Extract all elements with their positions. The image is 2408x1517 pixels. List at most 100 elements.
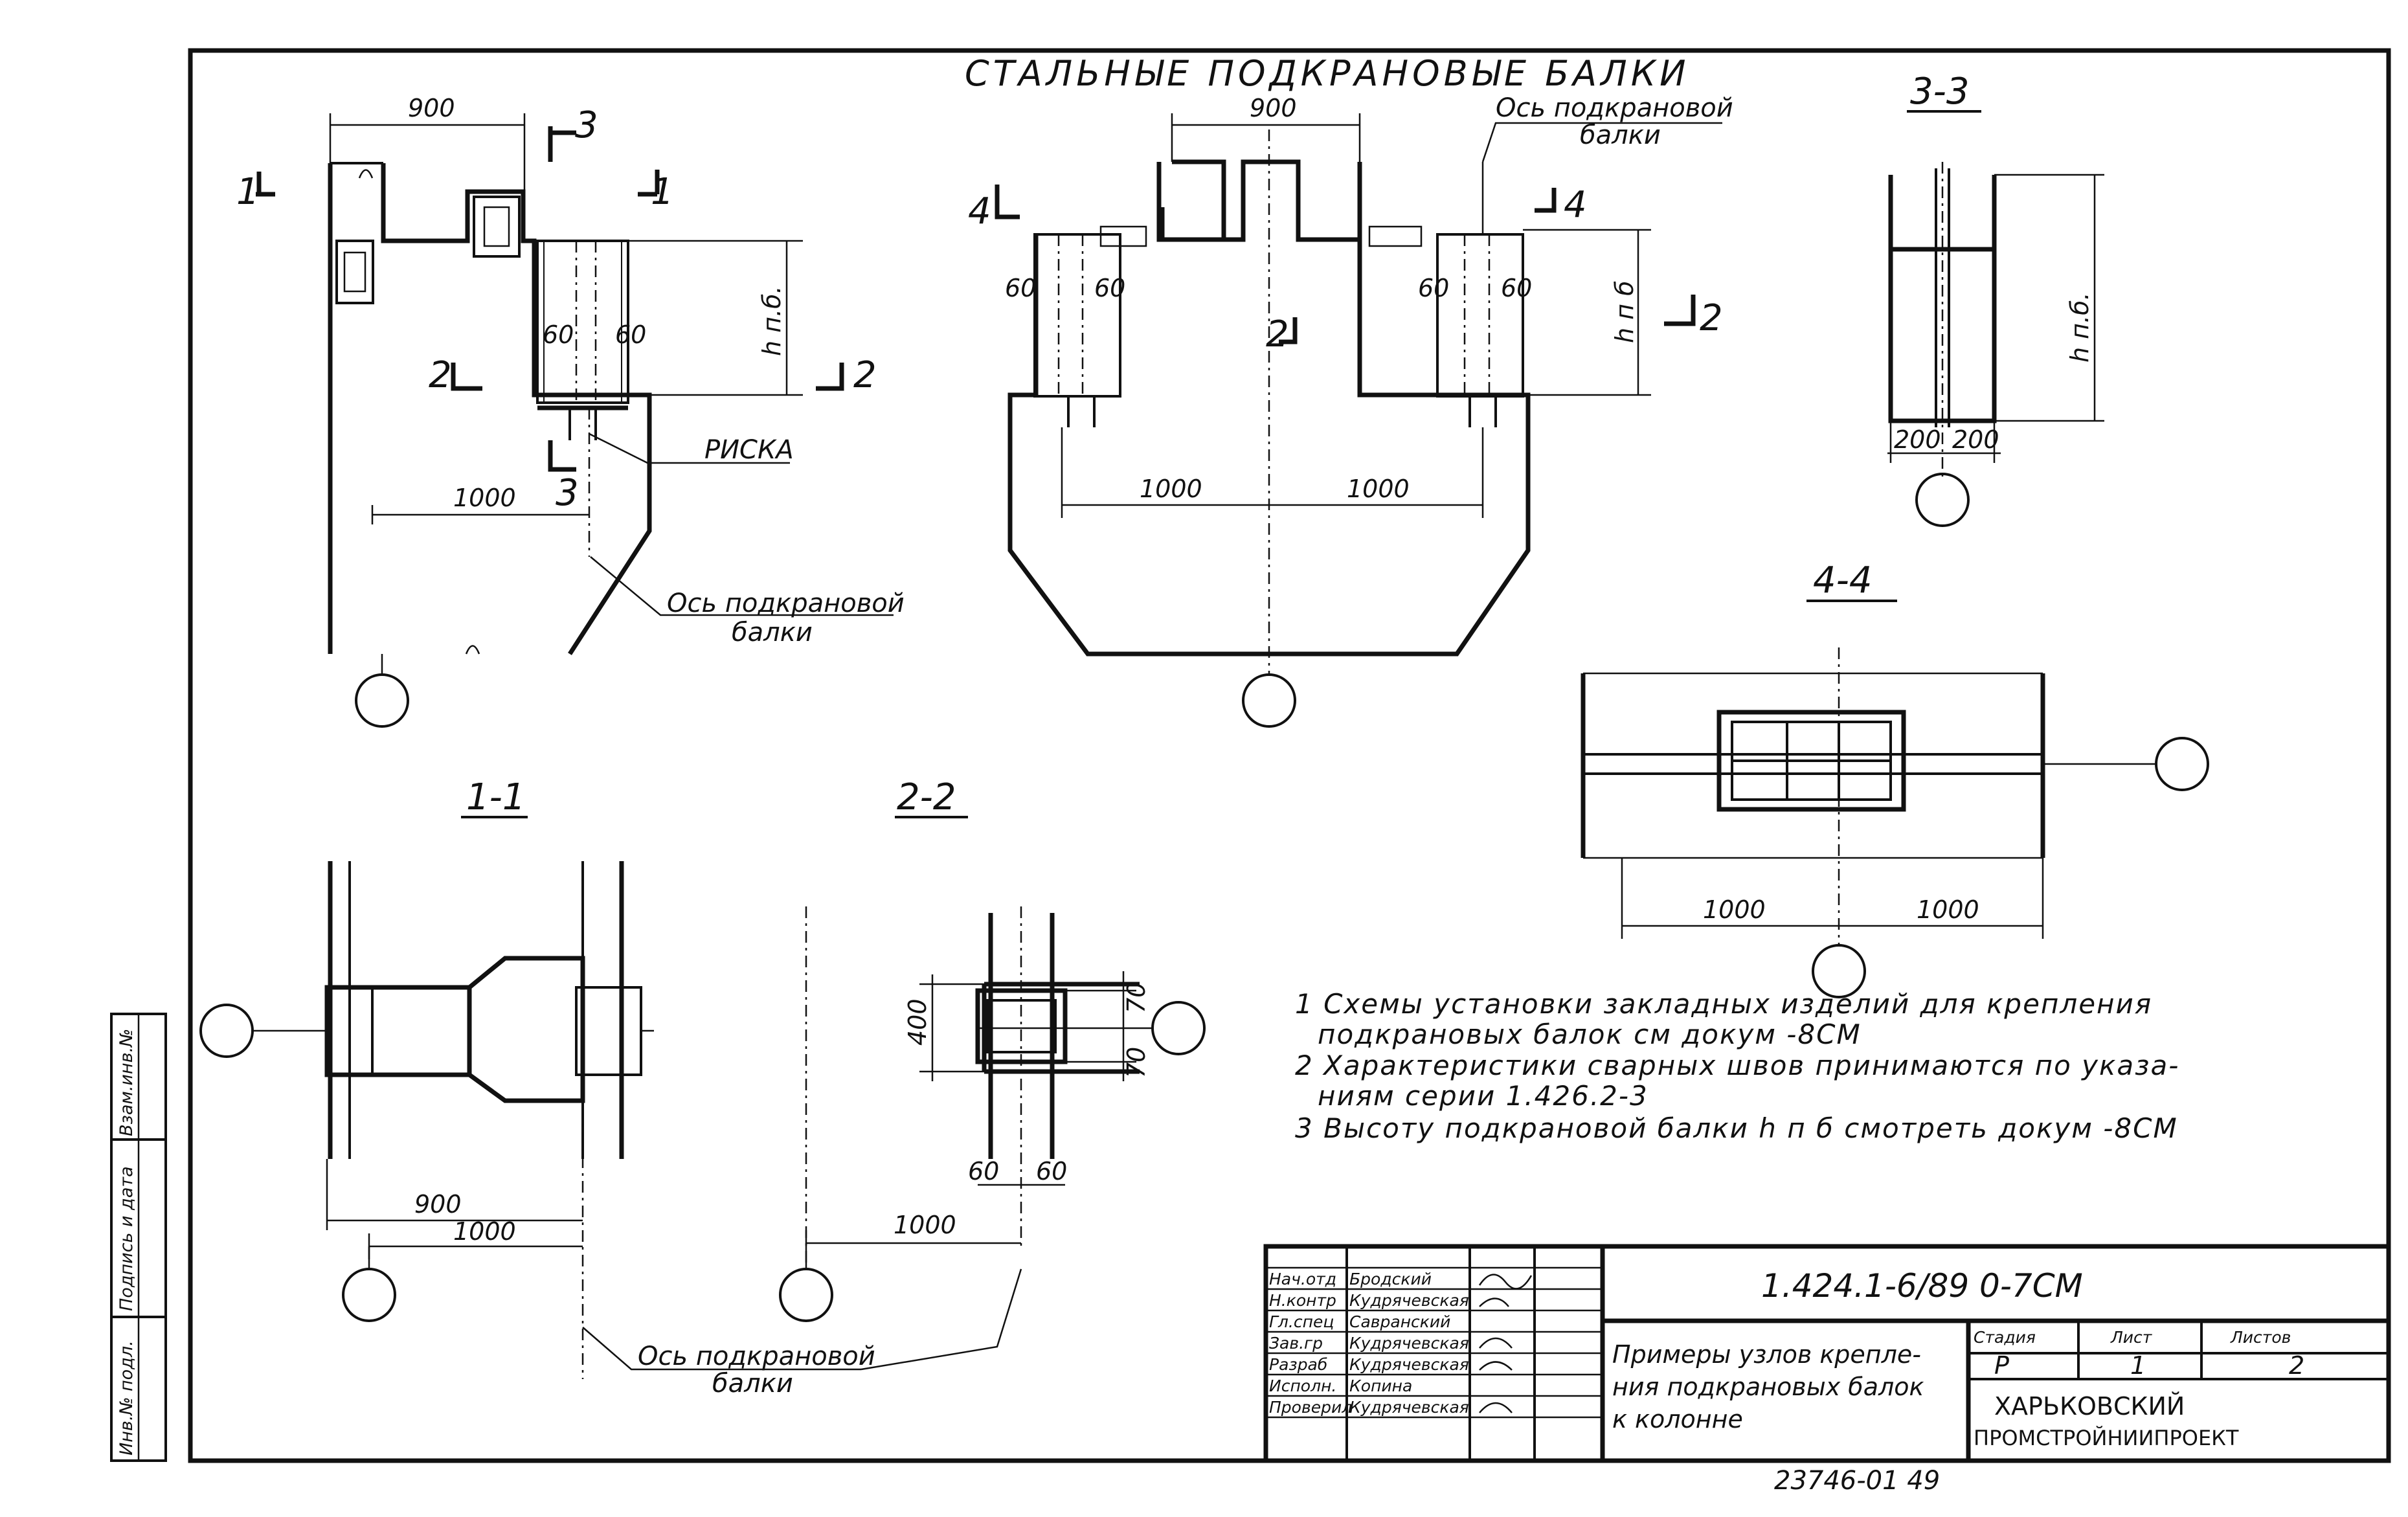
title-block-rows: Нач.отд Бродский Н.контр Кудрячевская Гл… (1266, 1266, 1603, 1419)
tb-name-4: Кудрячевская (1349, 1334, 1469, 1353)
view2-axis-label-1: Ось подкрановой (1496, 93, 1733, 123)
footer-number: 23746-01 49 (1774, 1466, 1940, 1496)
view1-axis-label-2: балки (732, 618, 813, 647)
view2-axis-label-2: балки (1580, 120, 1661, 150)
tb-stage-header: Стадия (1974, 1328, 2036, 1347)
section11-axis-marker-left (199, 1004, 254, 1058)
note-3: 3 Высоту подкрановой балки h п б смотрет… (1295, 1112, 2178, 1144)
tb-role-1: Нач.отд (1269, 1270, 1336, 1288)
section22-dim-60-a: 60 (968, 1157, 999, 1186)
bottom-axis-label-2: балки (712, 1369, 793, 1399)
view2-cut2-mid: 2 (1266, 313, 1289, 355)
section-2-2: 2-2 400 70 70 60 60 1000 (779, 776, 1206, 1322)
section44-axis-marker-bottom (1812, 944, 1866, 998)
section22-title: 2-2 (897, 776, 956, 818)
section44-dim-left: 1000 (1703, 895, 1766, 924)
tb-name-6: Копина (1349, 1377, 1412, 1395)
tb-role-6: Исполн. (1269, 1377, 1336, 1395)
sheet-title: СТАЛЬНЫЕ ПОДКРАНОВЫЕ БАЛКИ (965, 53, 1689, 94)
bottom-axis-label-1: Ось подкрановой (638, 1342, 875, 1371)
side-stamp-inv-orig: Инв.№ подл. (117, 1340, 137, 1455)
section33-dim-200-a: 200 (1894, 425, 1941, 454)
bottom-axis-label: Ось подкрановой балки (582, 1268, 1022, 1399)
tb-doc-code: 1.424.1-6/89 0-7СМ (1761, 1267, 2083, 1305)
section-3-3: 3-3 h п.б. 200 200 (1887, 71, 2104, 527)
section-1-1: 1-1 900 1000 (199, 776, 654, 1379)
tb-description-2: ния подкрановых балок (1612, 1373, 1924, 1401)
note-1b: подкрановых балок см докум -8СМ (1318, 1018, 1862, 1050)
view1-risk-label: РИСКА (704, 435, 794, 465)
view1-dim-60-right: 60 (615, 320, 646, 349)
tb-role-7: Проверил (1269, 1398, 1352, 1417)
view2-axis-marker (1242, 673, 1296, 728)
note-1a: 1 Схемы установки закладных изделий для … (1295, 988, 2152, 1020)
tb-role-4: Зав.гр (1269, 1334, 1323, 1353)
side-stamp-sign-date: Подпись и дата (117, 1166, 137, 1311)
view2-elevation: 900 1000 1000 60 60 60 60 h п б 4 4 2 2 … (968, 93, 1733, 728)
tb-name-1: Бродский (1349, 1270, 1432, 1288)
view2-cut4-right: 4 (1564, 184, 1587, 226)
tb-name-3: Савранский (1349, 1312, 1450, 1331)
section22-dim-70-a: 70 (1122, 982, 1151, 1013)
view1-cut3-bottom: 3 (556, 472, 579, 514)
section33-height-label: h п.б. (2065, 292, 2094, 363)
tb-stage-value: Р (1994, 1351, 2009, 1380)
view2-dim-left-1000: 1000 (1140, 475, 1202, 503)
section22-axis-marker-right (1151, 1001, 1206, 1055)
tb-sheets-value: 2 (2289, 1351, 2304, 1380)
view1-elevation: 900 1000 60 60 h п.б. 1 1 2 2 3 3 РИСКА … (236, 94, 905, 728)
view1-cut2-right: 2 (853, 354, 877, 396)
view2-height-label: h п б (1610, 280, 1639, 343)
note-2b: ниям серии 1.426.2-3 (1318, 1080, 1648, 1112)
tb-name-7: Кудрячевская (1349, 1398, 1469, 1417)
view2-cut2-right: 2 (1700, 297, 1723, 339)
tb-role-2: Н.контр (1269, 1291, 1336, 1310)
view1-cut1-left: 1 (236, 171, 260, 213)
view1-cut1-right: 1 (651, 171, 674, 213)
tb-role-5: Разраб (1269, 1355, 1327, 1374)
section44-dim-right: 1000 (1917, 895, 1979, 924)
view2-dim-60-c: 60 (1418, 274, 1449, 302)
section22-dim-400: 400 (903, 998, 932, 1046)
view2-dim-right-1000: 1000 (1347, 475, 1410, 503)
section22-dim-60-b: 60 (1036, 1157, 1067, 1186)
tb-org-2: ПРОМСТРОЙНИИПРОЕКТ (1974, 1426, 2239, 1450)
tb-description-1: Примеры узлов крепле- (1612, 1340, 1921, 1369)
tb-role-3: Гл.спец (1269, 1312, 1334, 1331)
section-4-4: 4-4 1000 1000 (1581, 559, 2209, 998)
view1-height-label: h п.б. (758, 286, 786, 356)
tb-description-3: к колонне (1612, 1405, 1743, 1433)
view2-dim-60-a: 60 (1005, 274, 1036, 302)
tb-sheet-value: 1 (2130, 1351, 2146, 1380)
section44-title: 4-4 (1813, 559, 1872, 601)
side-stamp: Взам.инв.№ Подпись и дата Инв.№ подл. (110, 1013, 167, 1462)
tb-sheet-header: Лист (2110, 1328, 2153, 1347)
tb-name-2: Кудрячевская (1349, 1291, 1469, 1310)
view1-dim-bottom: 1000 (453, 484, 516, 512)
section11-axis-marker-bottom (342, 1268, 396, 1322)
tb-org-1: ХАРЬКОВСКИЙ (1994, 1392, 2185, 1421)
section11-dim-1000: 1000 (453, 1217, 516, 1246)
view1-axis-label-1: Ось подкрановой (667, 589, 905, 618)
view1-cut2-left: 2 (429, 354, 452, 396)
side-stamp-inv-repl: Взам.инв.№ (117, 1029, 137, 1136)
view1-cut3-top: 3 (575, 104, 598, 146)
note-2a: 2 Характеристики сварных швов принимаютс… (1295, 1050, 2179, 1081)
section22-dim-1000: 1000 (894, 1211, 956, 1239)
title-block: Нач.отд Бродский Н.контр Кудрячевская Гл… (1263, 1244, 2391, 1463)
section33-title: 3-3 (1910, 71, 1969, 113)
tb-sheets-header: Листов (2230, 1328, 2291, 1347)
view1-dim-top: 900 (408, 94, 455, 122)
section44-axis-marker-right (2155, 737, 2209, 791)
tb-name-5: Кудрячевская (1349, 1355, 1469, 1374)
view2-dim-top: 900 (1250, 94, 1297, 122)
notes: 1 Схемы установки закладных изделий для … (1295, 988, 2179, 1144)
view1-dim-60-left: 60 (543, 320, 574, 349)
section33-dim-200-b: 200 (1952, 425, 1999, 454)
view2-dim-60-d: 60 (1501, 274, 1532, 302)
sheet-frame (188, 48, 2391, 1463)
section33-axis-marker (1915, 473, 1970, 527)
section22-dim-70-b: 70 (1122, 1047, 1151, 1078)
view1-axis-marker (355, 673, 409, 728)
